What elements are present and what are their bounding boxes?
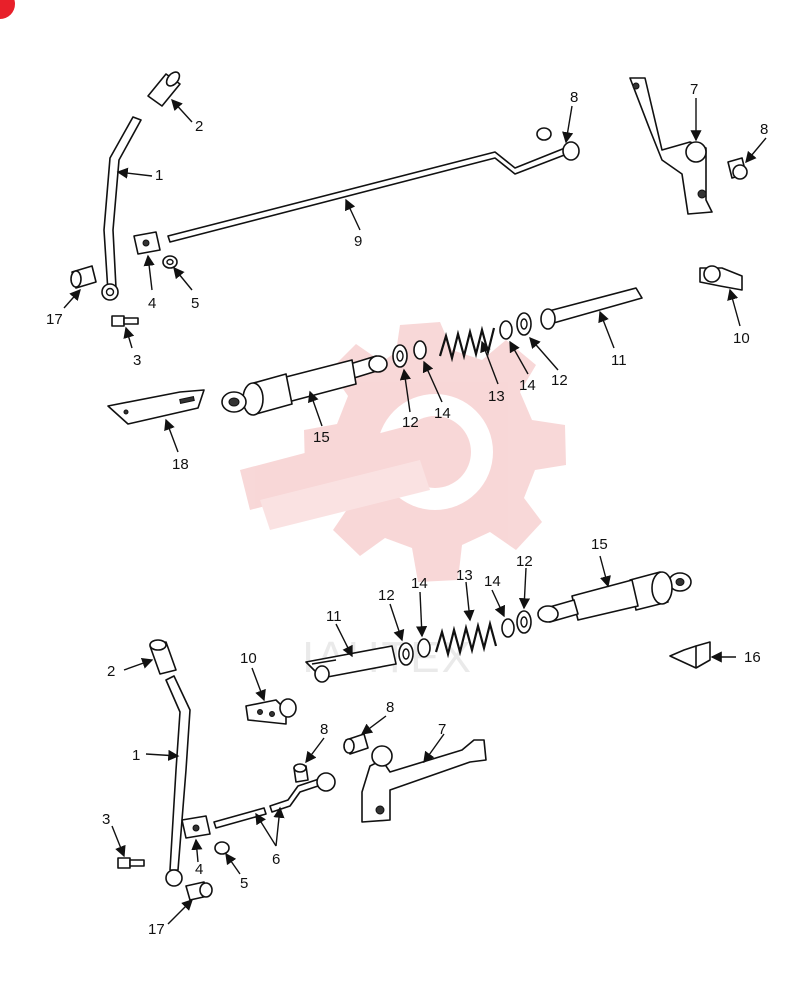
callout-14-upper-left: 14 [434,405,451,422]
part-1-lever-lower [165,675,191,887]
part-8-bushing-right [727,157,748,180]
part-5-bushing-upper [162,255,178,269]
watermark-logo: IAHTEX [240,322,566,682]
callout-9: 9 [354,233,362,250]
part-17-bushing-upper [70,265,97,289]
part-8-bushing-lower-left [293,763,309,783]
part-10-bracket-lower [245,698,297,725]
callout-10-upper: 10 [733,330,750,347]
callout-8-lower-right: 8 [386,699,394,716]
part-2-grip-lower [149,639,177,675]
callout-15-upper: 15 [313,429,330,446]
brand-mark [0,0,15,19]
callout-17-upper: 17 [46,311,63,328]
part-6-rods [213,772,336,829]
callout-7-upper: 7 [690,81,698,98]
callout-2-upper: 2 [195,118,203,135]
part-15-damper-upper [221,355,388,416]
part-15-damper-lower [537,571,692,623]
callout-2-lower: 2 [107,663,115,680]
part-5-bushing-lower [214,841,230,855]
part-12-washer-lower-right [516,610,532,634]
part-10-bracket-upper [699,265,743,291]
part-12-washer-upper-right [516,312,532,336]
part-3-bolt-upper [111,315,139,327]
part-14-washer-upper-right [499,320,513,340]
part-7-bellcrank-upper [629,77,713,215]
callout-12-upper-right: 12 [551,372,568,389]
part-8-bushing-lower-right [343,733,369,755]
callout-1-lower: 1 [132,747,140,764]
part-17-bushing-lower [185,881,213,901]
callout-14-upper-right: 14 [519,377,536,394]
part-4-clevis-upper [133,231,161,255]
callout-8-right: 8 [760,121,768,138]
part-7-bellcrank-lower [361,739,487,823]
part-13-spring-lower [434,619,498,659]
part-16-bracket [669,641,711,669]
callout-5-lower: 5 [240,875,248,892]
callout-11-upper: 11 [611,352,627,369]
callout-14-lower-right: 14 [484,573,501,590]
part-9-rod [167,141,580,243]
callout-10-lower: 10 [240,650,257,667]
callout-4-upper: 4 [148,295,156,312]
callout-12-upper-left: 12 [402,414,419,431]
part-8-bushing-upper [536,127,552,141]
callout-14-lower-left: 14 [411,575,428,592]
callout-4-lower: 4 [195,861,203,878]
part-3-bolt-lower [117,857,145,869]
callout-12-lower-left: 12 [378,587,395,604]
callout-3-lower: 3 [102,811,110,828]
part-11-pin-upper [540,287,643,330]
callout-15-lower: 15 [591,536,608,553]
callout-17-lower: 17 [148,921,165,938]
callout-1-upper: 1 [155,167,163,184]
callout-18: 18 [172,456,189,473]
callout-12-lower-right: 12 [516,553,533,570]
part-1-lever-upper [101,116,142,301]
callout-7-lower: 7 [438,721,446,738]
callout-3-upper: 3 [133,352,141,369]
callout-11-lower: 11 [326,608,342,625]
callout-6: 6 [272,851,280,868]
callout-16: 16 [744,649,761,666]
part-18-plate [107,389,205,425]
part-12-washer-upper-left [392,344,408,368]
part-14-washer-lower-left [417,638,431,658]
part-11-pin-lower [305,645,397,683]
callout-labels: 1 2 3 4 5 8 9 7 8 10 11 12 14 13 14 12 1… [46,81,768,938]
callout-8-top: 8 [570,89,578,106]
callout-8-lower-left: 8 [320,721,328,738]
callout-13-upper: 13 [488,388,505,405]
callout-13-lower: 13 [456,567,473,584]
part-14-washer-lower-right [501,618,515,638]
part-4-clevis-lower [181,815,211,839]
leader-lines [63,98,767,925]
part-12-washer-lower-left [398,642,414,666]
callout-5-upper: 5 [191,295,199,312]
part-14-washer-upper-left [413,340,427,360]
part-2-grip-upper [147,71,181,107]
